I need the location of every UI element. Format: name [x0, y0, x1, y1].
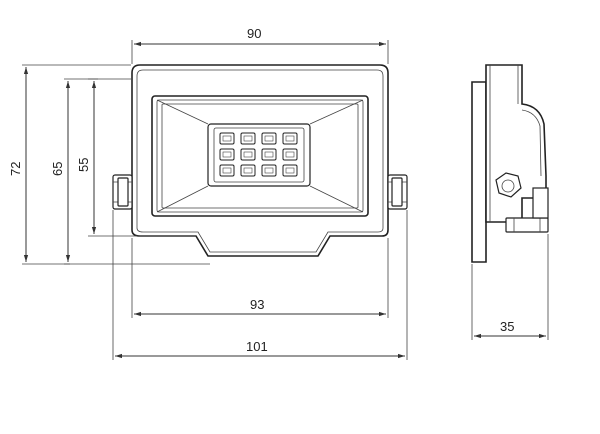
dimension-90: 90 — [131, 26, 389, 64]
dimension-35: 35 — [471, 234, 549, 340]
dimension-label-90: 90 — [247, 26, 261, 41]
dimension-label-55: 55 — [76, 158, 91, 172]
led-chip-lens — [222, 151, 232, 158]
led-chip — [282, 148, 298, 161]
led-module-inner — [213, 127, 305, 183]
led-grid — [219, 132, 298, 177]
left-bracket — [112, 174, 133, 210]
led-chip — [261, 164, 277, 177]
dimension-label-72: 72 — [8, 162, 23, 176]
dimension-label-65: 65 — [50, 162, 65, 176]
led-chip — [282, 132, 298, 145]
front-view — [112, 64, 408, 257]
dimension-label-101: 101 — [246, 339, 268, 354]
dimension-label-93: 93 — [250, 297, 264, 312]
glass-inner — [156, 99, 364, 213]
dimension-72: 72 — [8, 64, 210, 265]
side-view — [471, 64, 549, 263]
right-bracket — [387, 174, 408, 210]
led-chip — [219, 148, 235, 161]
housing-inner-rim — [136, 69, 384, 253]
led-chip-lens — [285, 151, 295, 158]
led-chip — [219, 132, 235, 145]
reflector-bevel — [156, 99, 364, 213]
dimension-93: 93 — [131, 238, 389, 318]
led-chip — [261, 148, 277, 161]
led-chip — [240, 132, 256, 145]
led-chip-lens — [243, 167, 253, 174]
led-chip-lens — [285, 135, 295, 142]
led-chip-lens — [264, 135, 274, 142]
dimension-55: 55 — [76, 78, 196, 237]
led-chip-lens — [243, 151, 253, 158]
hex-nut — [495, 172, 522, 198]
dimension-101: 101 — [112, 210, 408, 360]
bracket-foot — [505, 217, 549, 233]
led-chip-lens — [285, 167, 295, 174]
led-chip-lens — [222, 167, 232, 174]
led-chip — [240, 148, 256, 161]
dimension-label-35: 35 — [500, 319, 514, 334]
led-chip-lens — [264, 167, 274, 174]
led-chip-lens — [264, 151, 274, 158]
led-chip — [261, 132, 277, 145]
led-chip-lens — [243, 135, 253, 142]
side-body — [471, 81, 487, 263]
led-chip-lens — [222, 135, 232, 142]
led-chip — [240, 164, 256, 177]
led-chip — [282, 164, 298, 177]
led-chip — [219, 164, 235, 177]
